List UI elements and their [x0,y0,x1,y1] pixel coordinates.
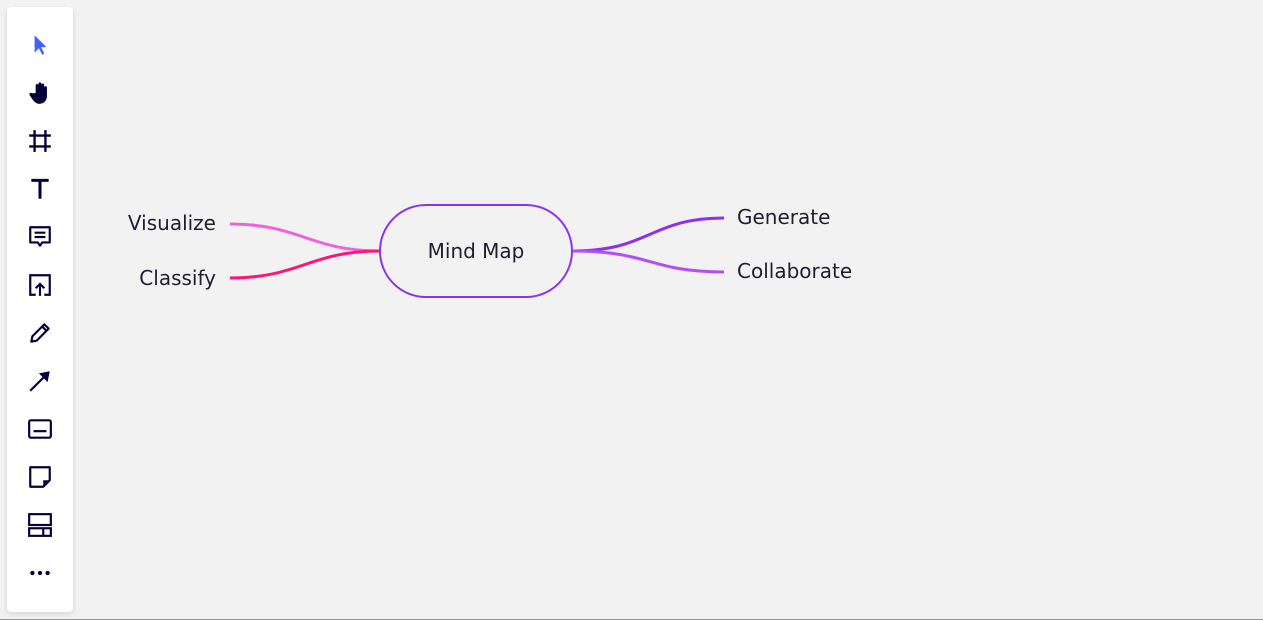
arrow-icon [29,371,50,392]
more-icon [30,570,50,576]
templates-tool-button[interactable] [24,509,56,541]
connector-collaborate [572,249,725,274]
connector-visualize [229,222,381,253]
hand-icon [29,82,47,104]
toolbar [7,7,73,612]
mindmap-root-node[interactable]: Mind Map [379,204,573,298]
frame-icon [29,130,51,152]
pencil-icon [30,323,50,343]
connector-tool-button[interactable] [24,365,56,397]
upload-tool-button[interactable] [24,269,56,301]
layout-icon [28,513,52,537]
pen-tool-button[interactable] [24,317,56,349]
text-icon [31,178,49,199]
text-tool-button[interactable] [24,173,56,205]
upload-icon [29,274,51,296]
more-tools-button[interactable] [24,557,56,589]
connector-generate [572,216,725,253]
connector-classify [229,249,381,280]
comment-icon [29,226,51,247]
mindmap-node-generate[interactable]: Generate [737,205,831,229]
card-icon [28,419,52,439]
root-label: Mind Map [427,239,525,263]
select-tool-button[interactable] [24,29,56,61]
mindmap-node-classify[interactable]: Classify [139,266,216,290]
sticky-note-tool-button[interactable] [24,461,56,493]
mindmap-node-visualize[interactable]: Visualize [127,211,216,235]
comment-tool-button[interactable] [24,221,56,253]
mindmap-node-collaborate[interactable]: Collaborate [737,259,853,283]
cursor-icon [34,35,47,55]
hand-tool-button[interactable] [24,77,56,109]
sticky-note-icon [29,466,51,488]
card-tool-button[interactable] [24,413,56,445]
frame-tool-button[interactable] [24,125,56,157]
